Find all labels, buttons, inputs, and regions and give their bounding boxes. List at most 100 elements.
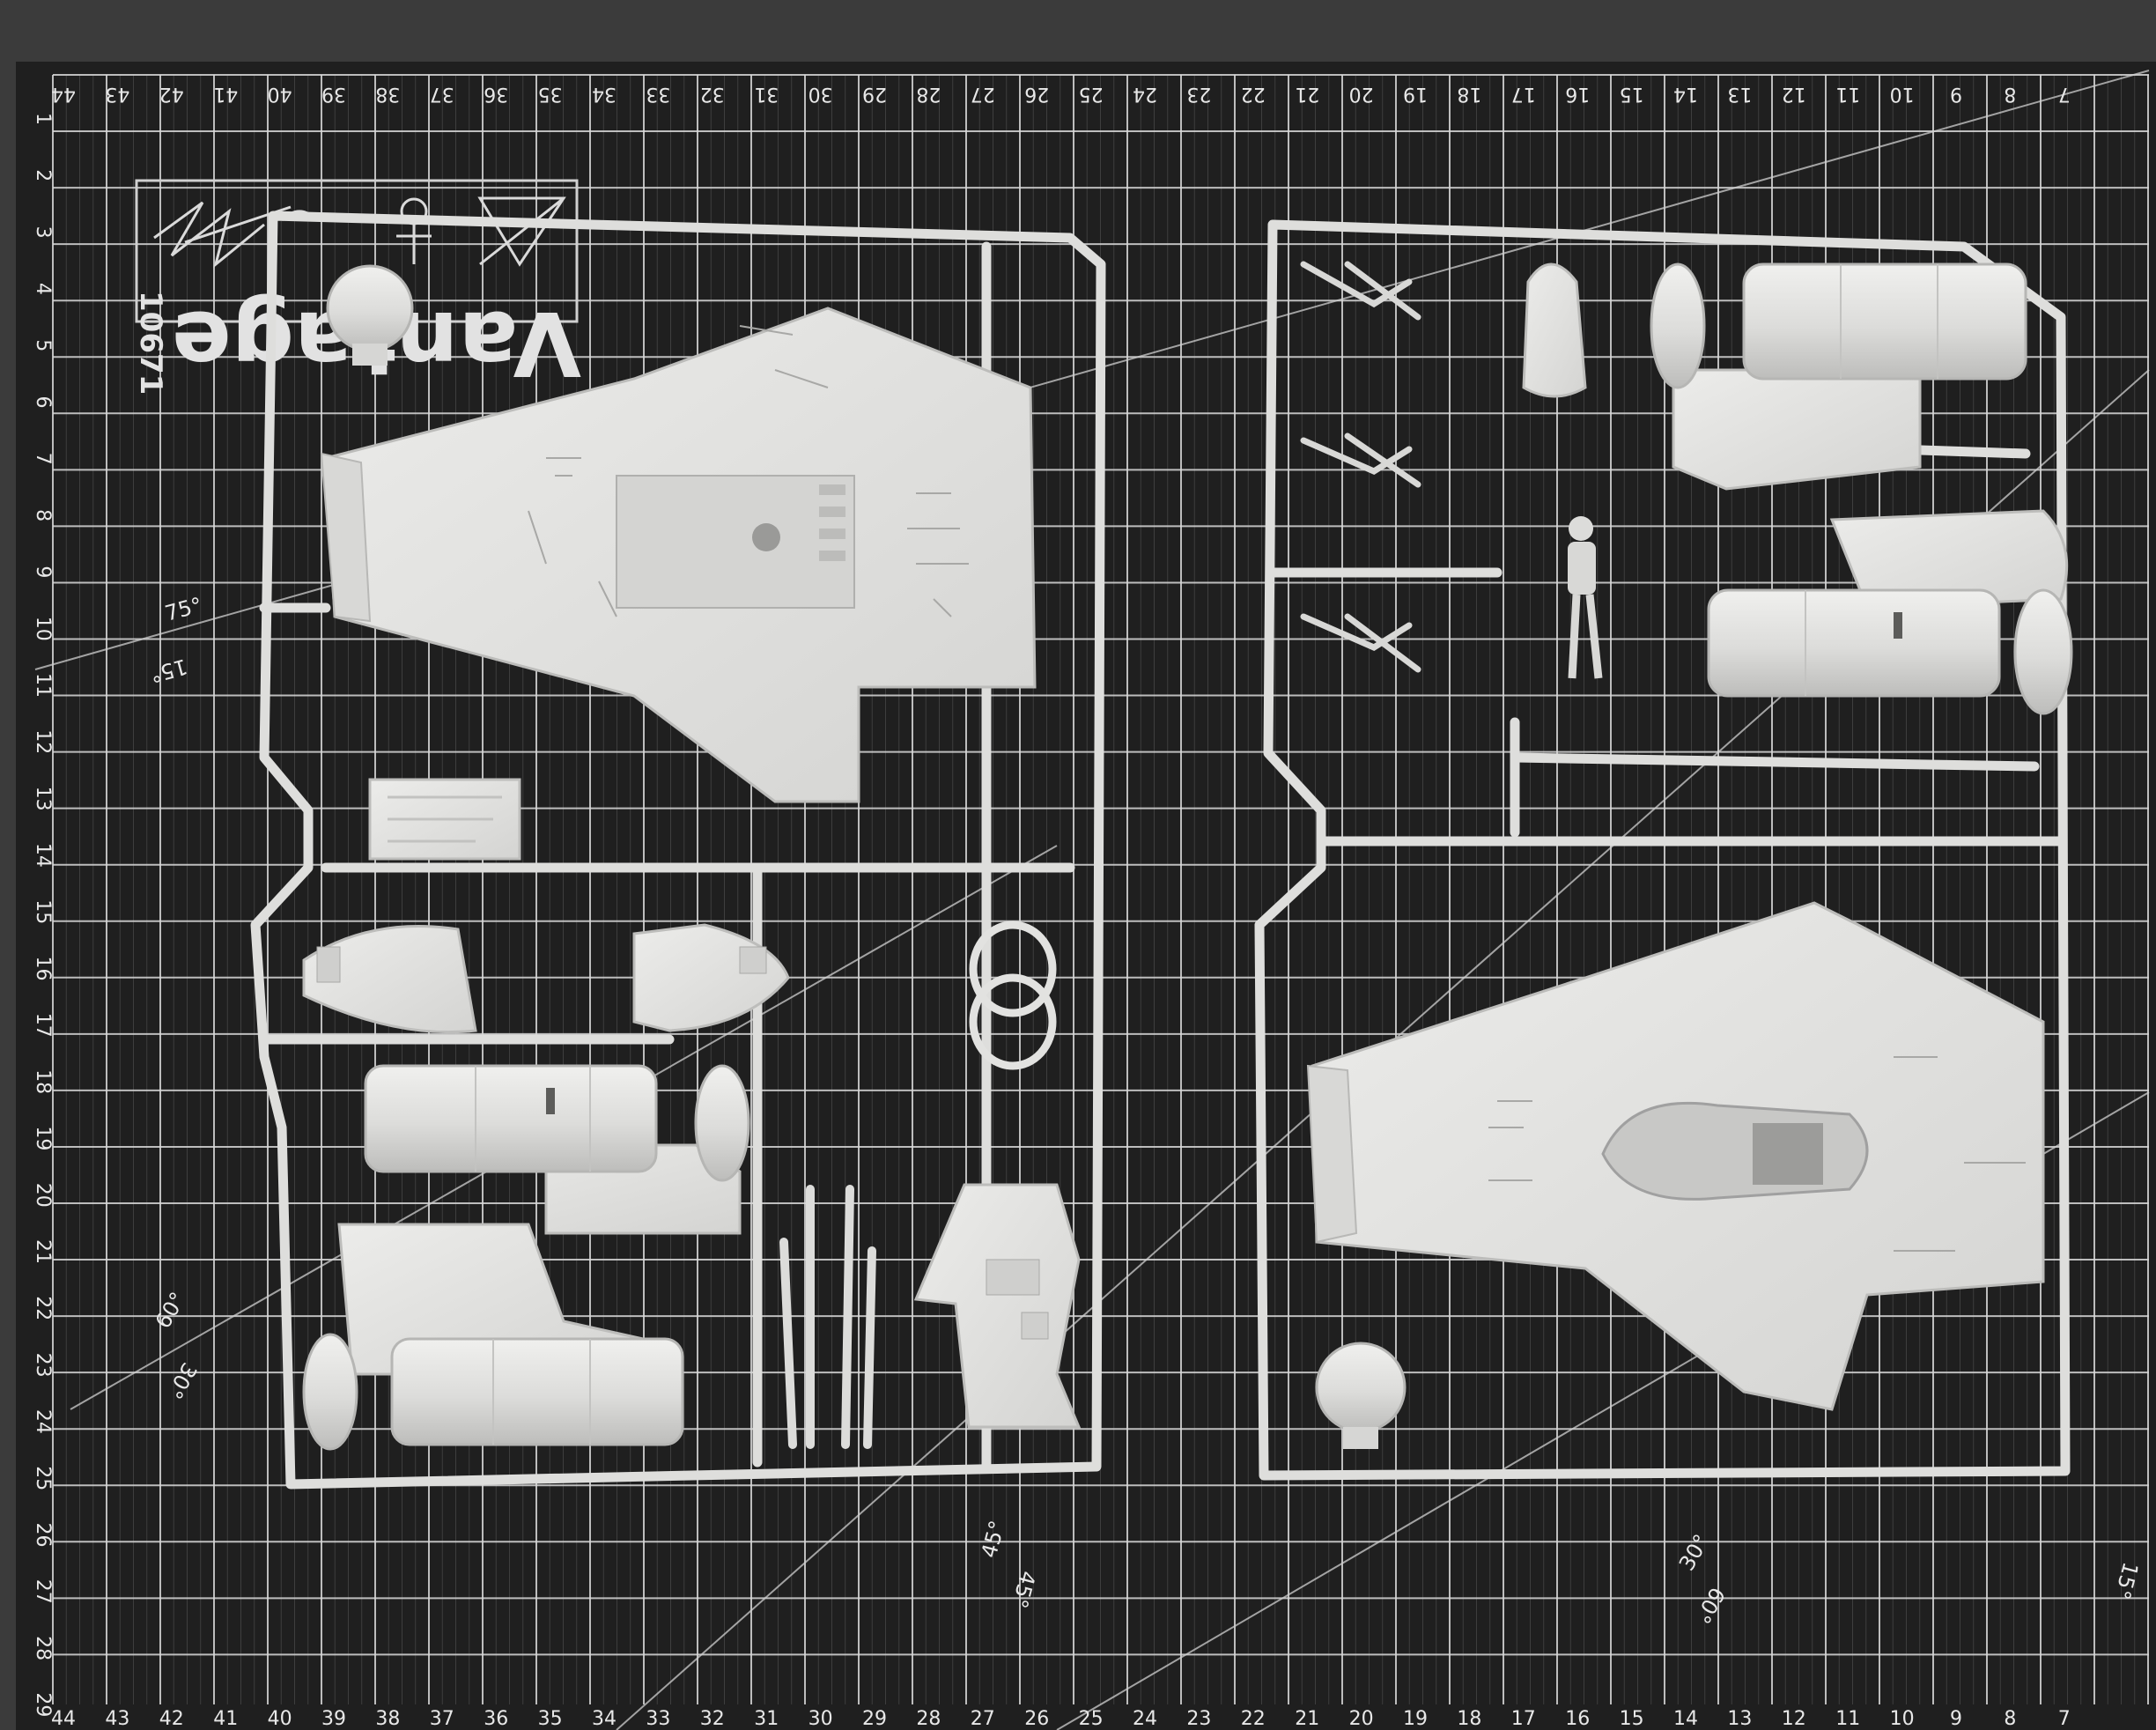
ruler-number: 34	[592, 1708, 617, 1730]
ruler-number: 27	[971, 83, 995, 105]
ruler-number: 12	[1782, 83, 1806, 105]
ruler-number: 40	[268, 1708, 292, 1730]
ruler-number: 19	[1403, 1708, 1428, 1730]
ruler-number: 13	[1727, 1708, 1752, 1730]
ruler-number: 22	[1241, 1708, 1266, 1730]
ruler-number: 10	[32, 617, 54, 641]
ruler-number: 28	[916, 83, 941, 105]
ruler-number: 34	[592, 83, 617, 105]
ruler-number: 19	[1403, 83, 1428, 105]
ruler-number: 39	[321, 1708, 346, 1730]
ruler-number: 35	[538, 1708, 563, 1730]
ruler-number: 14	[1673, 1708, 1698, 1730]
ruler-number: 41	[213, 1708, 238, 1730]
right-figure-parts	[1300, 261, 1421, 673]
ruler-number: 14	[32, 843, 54, 868]
ruler-number: 13	[32, 787, 54, 811]
ruler-number: 7	[2058, 83, 2071, 105]
ruler-number: 8	[2004, 1708, 2016, 1730]
ruler-number: 8	[2004, 83, 2016, 105]
ruler-number: 7	[2058, 1708, 2071, 1730]
ruler-number: 40	[268, 83, 292, 105]
ruler-number: 33	[646, 83, 670, 105]
ruler-number: 16	[1565, 83, 1590, 105]
ruler-number: 31	[754, 83, 779, 105]
ruler-number: 25	[1079, 1708, 1104, 1730]
ruler-number: 9	[32, 566, 54, 578]
ruler-number: 15	[32, 899, 54, 924]
left-wing-pair	[302, 923, 790, 1034]
ruler-number: 21	[1295, 83, 1319, 105]
ruler-number: 18	[1457, 1708, 1481, 1730]
ruler-number: 35	[538, 83, 563, 105]
ruler-number: 26	[1024, 1708, 1049, 1730]
ruler-number: 32	[700, 1708, 725, 1730]
ruler-number: 26	[32, 1523, 54, 1548]
ruler-number: 24	[1133, 83, 1157, 105]
ruler-number: 30	[808, 1708, 833, 1730]
kit-number: 10671	[133, 291, 168, 395]
ruler-number: 13	[1727, 83, 1752, 105]
ruler-number: 33	[646, 1708, 670, 1730]
left-hull-part	[320, 307, 1037, 803]
ruler-number: 2	[32, 169, 54, 181]
ruler-number: 23	[32, 1353, 54, 1378]
ruler-number: 29	[862, 1708, 887, 1730]
ruler-number: 11	[1835, 83, 1860, 105]
ruler-number: 1	[32, 113, 54, 125]
ruler-number: 15	[1620, 83, 1644, 105]
left-dome-part	[326, 264, 414, 366]
ruler-number: 9	[1950, 83, 1962, 105]
left-tank-lower	[302, 1223, 684, 1451]
ruler-number: 20	[32, 1183, 54, 1208]
ruler-number: 26	[1024, 83, 1049, 105]
ruler-number: 8	[32, 509, 54, 521]
ruler-number: 21	[1295, 1708, 1319, 1730]
right-seat-part	[1522, 262, 1587, 398]
ruler-number: 27	[32, 1579, 54, 1604]
right-dome-part	[1315, 1342, 1407, 1449]
ruler-number: 37	[430, 1708, 454, 1730]
ruler-number: 29	[862, 83, 887, 105]
ruler-number: 44	[51, 83, 76, 105]
ruler-number: 38	[375, 83, 400, 105]
ruler-number: 22	[32, 1296, 54, 1320]
ruler-number: 6	[32, 396, 54, 409]
ruler-number: 20	[1349, 1708, 1374, 1730]
ruler-number: 43	[105, 83, 129, 105]
ruler-number: 29	[32, 1692, 54, 1717]
ruler-number: 16	[32, 957, 54, 981]
ruler-number: 42	[159, 83, 184, 105]
ruler-number: 37	[430, 83, 454, 105]
ruler-left: 1234567891011121314151617181920212223242…	[32, 113, 54, 1717]
ruler-number: 24	[32, 1409, 54, 1434]
ruler-number: 30	[808, 83, 833, 105]
ruler-number: 11	[32, 673, 54, 698]
ruler-number: 22	[1241, 83, 1266, 105]
ruler-number: 25	[32, 1466, 54, 1490]
ruler-number: 24	[1133, 1708, 1157, 1730]
ruler-number: 3	[32, 226, 54, 239]
ruler-number: 4	[32, 283, 54, 295]
ruler-number: 42	[159, 1708, 184, 1730]
ruler-number: 28	[32, 1636, 54, 1660]
ruler-number: 41	[213, 83, 238, 105]
ruler-number: 18	[1457, 83, 1481, 105]
ruler-number: 27	[971, 1708, 995, 1730]
left-ring-part	[969, 920, 1057, 1070]
ruler-number: 32	[700, 83, 725, 105]
ruler-number: 36	[484, 83, 508, 105]
left-gun-barrels	[779, 1185, 876, 1449]
ruler-number: 12	[1782, 1708, 1806, 1730]
ruler-number: 23	[1186, 83, 1211, 105]
ruler-number: 7	[32, 453, 54, 465]
right-hull-part	[1306, 901, 2045, 1411]
ruler-number: 21	[32, 1239, 54, 1264]
ruler-number: 16	[1565, 1708, 1590, 1730]
ruler-number: 20	[1349, 83, 1374, 105]
ruler-number: 44	[51, 1708, 76, 1730]
ruler-number: 15	[1620, 1708, 1644, 1730]
ruler-number: 19	[32, 1126, 54, 1150]
